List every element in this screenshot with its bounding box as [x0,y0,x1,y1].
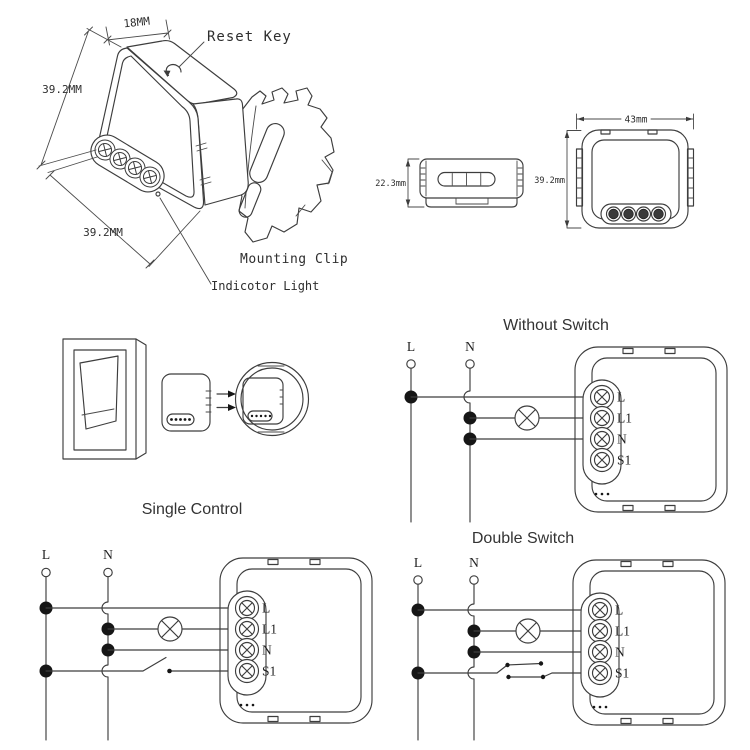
terminal-label: S1 [615,666,629,681]
wiring-without-switch: Without Switch L N L L1 N S1 [404,317,728,523]
reset-key-label: Reset Key [207,29,292,45]
indicator-light-icon [155,191,161,197]
line-l-label: L [414,555,422,570]
terminal-label: L [617,390,625,405]
reset-key-icon [163,63,182,77]
front-height-label: 39.2mm [534,176,565,186]
terminal-label: N [617,432,627,447]
without-switch-title: Without Switch [503,317,609,334]
dim-39-left: 39.2MM [36,26,122,170]
terminal-label: L1 [262,622,277,637]
module-drawing [161,373,212,432]
terminal-label: N [615,645,625,660]
terminal-label: L [262,601,270,616]
wall-switch-drawing [62,338,147,460]
install-illustration: Single Control [62,338,310,518]
insert-arrows-icon [216,390,236,411]
indicator-light-label: Indicotor Light [211,279,319,293]
switch-symbol [45,656,237,674]
dim-18mm: 18MM [103,15,172,46]
double-switch-title: Double Switch [472,530,574,547]
terminal-label: N [262,643,272,658]
line-l-label: L [407,339,415,354]
line-n-label: N [469,555,479,570]
line-n-label: N [103,547,113,562]
dim-top-label: 18MM [123,15,151,31]
side-view: 22.3mm [375,158,524,208]
terminal-label: L1 [617,411,632,426]
front-view: 43mm 39.2mm [534,113,695,229]
wiring-single-control: L N L L1 N S1 [39,547,373,741]
line-n-label: N [465,339,475,354]
ortho-views: 22.3mm 43mm [375,113,695,229]
dim-39-bottom: 39.2MM [45,156,201,269]
single-control-caption: Single Control [142,501,243,518]
junction-box-drawing [234,361,310,437]
two-way-switch-symbol [417,661,590,680]
front-terminals [605,206,667,222]
iso-module [90,40,249,210]
reset-leader-line [178,41,205,68]
terminal-label: S1 [262,664,276,679]
line-l-label: L [42,547,50,562]
terminal-label: L [615,603,623,618]
dim-bottom-label: 39.2MM [83,226,123,239]
wiring-double-switch: Double Switch L N L L1 N S1 [411,530,726,741]
dim-left-label: 39.2MM [42,83,82,96]
terminal-label: L1 [615,624,630,639]
front-width-label: 43mm [625,115,648,126]
indicator-leader-line [159,197,212,285]
mounting-clip-label: Mounting Clip [240,252,348,267]
iso-view: 18MM 39.2MM 39.2MM Reset Key Mounting Cl… [36,15,348,293]
terminal-label: S1 [617,453,631,468]
side-height-label: 22.3mm [375,179,406,189]
